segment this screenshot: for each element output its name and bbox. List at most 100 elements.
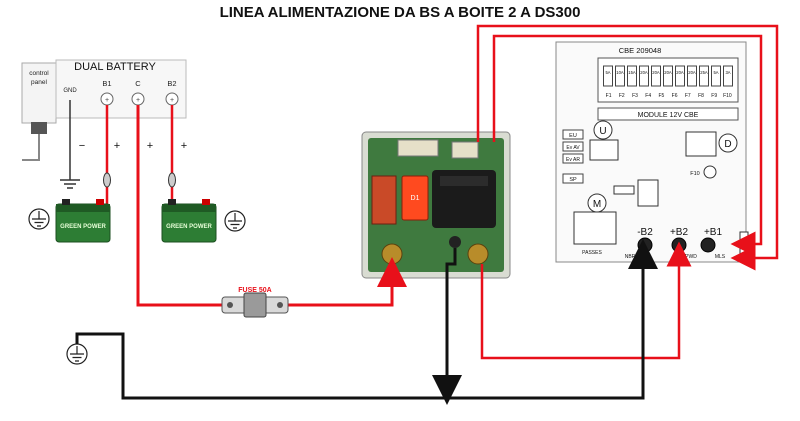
wire-board-to-cbe-loop-2 bbox=[492, 34, 763, 257]
connector-m-label: M bbox=[593, 199, 601, 210]
cbe-title: CBE 209048 bbox=[619, 46, 662, 55]
dual-battery-unit: DUAL BATTERY GND B1 C B2 + + + bbox=[55, 59, 187, 119]
gnd-label: GND bbox=[63, 88, 77, 94]
cbe-fuse-slot bbox=[711, 65, 721, 87]
cbe-fuse-name: F1 bbox=[606, 93, 612, 99]
connector-d-pins bbox=[685, 131, 717, 157]
ground-symbol-2 bbox=[224, 210, 246, 232]
cbe-fuse-name: F6 bbox=[672, 93, 678, 99]
ground-symbol-main bbox=[66, 343, 88, 365]
board-relay-fuse bbox=[401, 175, 429, 221]
cbe-fuse-slot bbox=[627, 65, 637, 87]
cbe-terminal-label-neg-b2: -B2 bbox=[637, 227, 653, 238]
wire-board-to-ground bbox=[432, 248, 462, 405]
cbe-fuse-rating: 3A bbox=[725, 70, 730, 75]
cbe-fuse-slot bbox=[699, 65, 709, 87]
cbe-fuse-slot bbox=[615, 65, 625, 87]
inline-fuse-b2 bbox=[168, 172, 176, 188]
control-panel-connector bbox=[31, 122, 47, 134]
cbe-module-label: MODULE 12V CBE bbox=[638, 112, 699, 119]
cbe-fuse-rating: 20A bbox=[640, 70, 648, 75]
wire-board-to-cbe-pos-b2 bbox=[480, 241, 692, 360]
cbe-fuse-rating: 20A bbox=[688, 70, 696, 75]
connector-d-label: D bbox=[724, 139, 731, 150]
battery-2-brand: GREEN POWER bbox=[166, 224, 212, 230]
wire-board-to-cbe-b1-loop bbox=[476, 24, 779, 271]
board-blade-fuse bbox=[371, 175, 397, 225]
sign-b1: + bbox=[114, 140, 120, 152]
cbe-fuse-name: F7 bbox=[685, 93, 691, 99]
battery-1: GREEN POWER bbox=[55, 199, 111, 243]
wire-c-to-fuse bbox=[136, 105, 222, 307]
cbe-fuse-rating: 5A bbox=[605, 70, 610, 75]
connector-m-pins bbox=[573, 211, 617, 245]
connector-d bbox=[718, 133, 738, 153]
cbe-fuse-name: F8 bbox=[698, 93, 704, 99]
board-terminal-right bbox=[467, 243, 489, 265]
cbe-terminal-neg-b2 bbox=[637, 237, 653, 253]
inline-fuse-b1 bbox=[103, 172, 111, 188]
control-panel: control panel bbox=[21, 62, 57, 161]
f10-label: F10 bbox=[690, 171, 699, 177]
cbe-fuse-rating: 20A bbox=[652, 70, 660, 75]
relay-board: D1 bbox=[361, 131, 511, 279]
side-label-ev-ar: Ev AR bbox=[566, 157, 580, 163]
terminal-label-b2: B2 bbox=[167, 79, 176, 88]
fuse-label: FUSE 50A bbox=[238, 287, 271, 294]
relay-socket bbox=[637, 179, 659, 207]
wire-fuse-to-board bbox=[288, 257, 407, 307]
connector-u-label: U bbox=[599, 126, 606, 137]
terminal-label-c: C bbox=[135, 79, 141, 88]
cbe-fuse-rating: 10A bbox=[616, 70, 624, 75]
cbe-terminal-label-pos-b1: +B1 bbox=[704, 227, 723, 238]
diagram-title: LINEA ALIMENTAZIONE DA BS A BOITE 2 A DS… bbox=[220, 4, 581, 21]
cbe-fuse-name: F5 bbox=[658, 93, 664, 99]
svg-text:+: + bbox=[136, 97, 140, 104]
cbe-fuse-rating: 15A bbox=[628, 70, 636, 75]
cbe-fuse-name: F9 bbox=[711, 93, 717, 99]
cbe-panel: CBE 209048 5A 10A 15A 20A 20A 20A 20A 20A 25A 5A 3… bbox=[555, 41, 749, 263]
cbe-fuse-rating: 20A bbox=[664, 70, 672, 75]
cbe-terminal-label-pos-b2: +B2 bbox=[670, 227, 689, 238]
cbe-fuse-rating: 5A bbox=[713, 70, 718, 75]
cbe-fuse-name: F10 bbox=[723, 93, 732, 99]
connector-u-pins bbox=[589, 139, 619, 161]
svg-text:+: + bbox=[105, 97, 109, 104]
cbe-fuse-rating: 25A bbox=[700, 70, 708, 75]
battery-1-brand: GREEN POWER bbox=[60, 224, 106, 230]
label-nbr: NBR bbox=[625, 254, 636, 260]
f10-holder bbox=[703, 165, 717, 179]
board-connector bbox=[397, 139, 439, 157]
dual-battery-label: DUAL BATTERY bbox=[74, 61, 156, 73]
label-pwd: PWD bbox=[685, 254, 697, 260]
cbe-fuse-rating: 20A bbox=[676, 70, 684, 75]
connector-u bbox=[593, 120, 613, 140]
sign-c: + bbox=[147, 140, 153, 152]
cbe-fuse-slot bbox=[663, 65, 673, 87]
control-panel-label-2: panel bbox=[31, 79, 47, 86]
svg-text:+: + bbox=[170, 97, 174, 104]
sign-b2: + bbox=[181, 140, 187, 152]
cbe-fuse-slot bbox=[603, 65, 613, 87]
cbe-fuse-name: F2 bbox=[619, 93, 625, 99]
ground-symbol-1 bbox=[28, 208, 50, 230]
side-label-sp: SP bbox=[569, 177, 577, 183]
cbe-fuse-slot bbox=[723, 65, 733, 87]
sign-gnd: − bbox=[79, 140, 85, 152]
terminal-label-b1: B1 bbox=[102, 79, 111, 88]
cbe-terminal-pos-b2 bbox=[671, 237, 687, 253]
cbe-fuse-slot bbox=[675, 65, 685, 87]
cbe-fuse-slot bbox=[639, 65, 649, 87]
cbe-fuse-name: F4 bbox=[645, 93, 651, 99]
label-passes: PASSES bbox=[582, 250, 602, 256]
cbe-fuse-block: 5A 10A 15A 20A 20A 20A 20A 20A 25A 5A 3A F1 F2 F3 F4 F… bbox=[597, 57, 739, 103]
label-mls: MLS bbox=[715, 254, 726, 260]
battery-2: GREEN POWER bbox=[161, 199, 217, 243]
cbe-side-labels: EU Ev AV Ev AR SP bbox=[562, 129, 584, 184]
cbe-fuse-name: F3 bbox=[632, 93, 638, 99]
side-label-eu: EU bbox=[569, 133, 577, 139]
cbe-fuse-slot bbox=[651, 65, 661, 87]
side-label-ev-av: Ev AV bbox=[566, 145, 580, 151]
